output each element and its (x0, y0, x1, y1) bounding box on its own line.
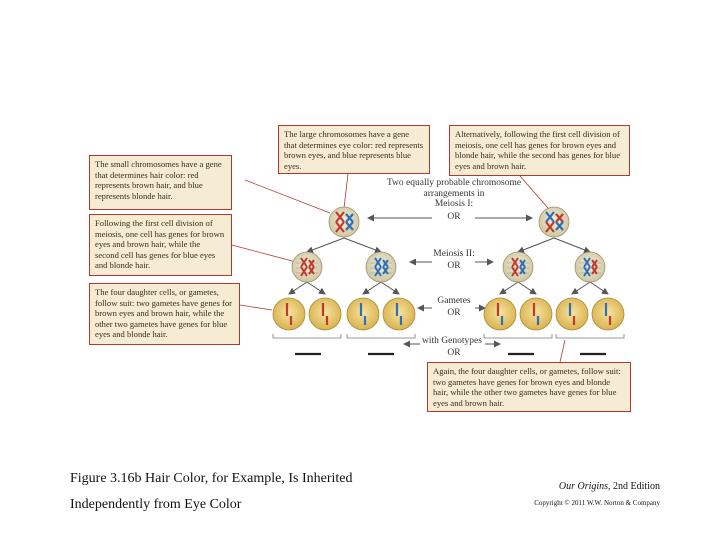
tree-lines-right (499, 237, 609, 295)
genotype-brackets (272, 334, 625, 339)
gamete-cell (382, 297, 416, 331)
book-edition: , 2nd Edition (608, 481, 660, 492)
figure-caption: Figure 3.16b Hair Color, for Example, Is… (70, 466, 352, 518)
callout-large-chromosomes: The large chromosomes have a gene that d… (278, 125, 430, 174)
gamete-cell (346, 297, 380, 331)
connector-arrows (367, 214, 533, 348)
tree-lines-left (288, 237, 400, 295)
gamete-cell (519, 297, 553, 331)
callout-daughter-cells-left: The four daughter cells, or gametes, fol… (89, 283, 240, 345)
gamete-cell (308, 297, 342, 331)
label-or: OR (447, 212, 461, 222)
caption-line-1: Figure 3.16b Hair Color, for Example, Is… (70, 471, 353, 486)
meiosis2-cell (291, 251, 323, 283)
gamete-cell (555, 297, 589, 331)
callout-pointers (227, 173, 566, 363)
book-credit: Our Origins, 2nd Edition Copyright © 201… (500, 480, 660, 508)
meiosis2-cell (502, 251, 534, 283)
label-or: OR (447, 348, 461, 358)
copyright: Copyright © 2011 W.W. Norton & Company (534, 499, 660, 507)
label-meiosis-2: Meiosis II: (433, 249, 475, 259)
callout-small-chromosomes: The small chromosomes have a gene that d… (89, 155, 232, 210)
gamete-cell (591, 297, 625, 331)
label-or: OR (447, 308, 461, 318)
label-two-arrangements: Two equally probable chromosome arrangem… (386, 178, 522, 199)
meiosis1-cell-left (328, 206, 360, 238)
label-gametes: Gametes (437, 296, 471, 306)
callout-first-division-left: Following the first cell division of mei… (89, 214, 232, 276)
callout-first-division-right: Alternatively, following the first cell … (449, 125, 630, 176)
label-or: OR (447, 261, 461, 271)
gamete-cell (272, 297, 306, 331)
label-meiosis-1: Meiosis I: (434, 199, 474, 209)
gamete-cell (483, 297, 517, 331)
callout-daughter-cells-right: Again, the four daughter cells, or gamet… (427, 362, 631, 412)
book-title: Our Origins (558, 481, 609, 492)
meiosis2-cell (365, 251, 397, 283)
label-genotypes: with Genotypes (422, 336, 482, 346)
meiosis2-cell (574, 251, 606, 283)
caption-line-2: Independently from Eye Color (70, 497, 242, 512)
meiosis1-cell-right (538, 206, 570, 238)
